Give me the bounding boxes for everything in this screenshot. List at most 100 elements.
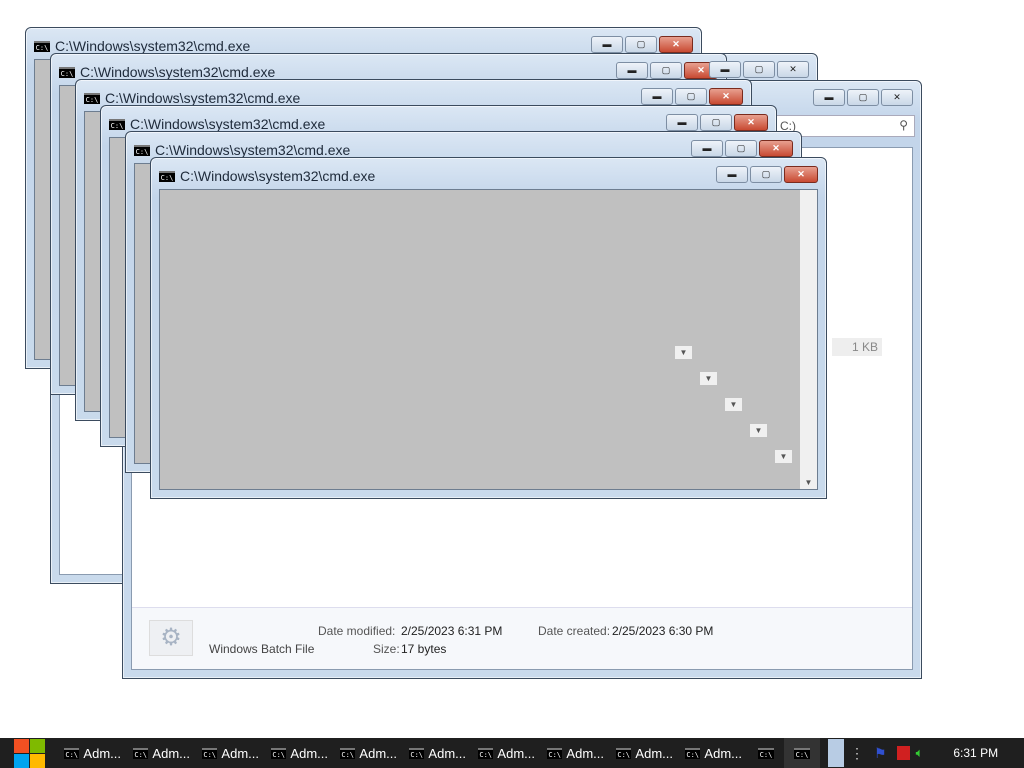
taskbar-item-label: Adm... [290,745,328,761]
list-item-size: 1 KB [832,338,882,356]
start-button[interactable] [0,738,58,768]
title-text: C:\Windows\system32\cmd.exe [80,64,276,80]
close-button[interactable]: ✕ [784,166,818,183]
title-text: C:\Windows\system32\cmd.exe [180,168,376,184]
taskbar-item-label: Adm... [497,745,535,761]
taskbar-item-cmd[interactable]: C:\Adm... [58,738,127,768]
title-text: C:\Windows\system32\cmd.exe [155,142,351,158]
minimize-button[interactable]: ▬ [616,62,648,79]
cmd-icon: C:\ [794,747,810,759]
minimize-button[interactable]: ▬ [591,36,623,53]
scroll-down-icon[interactable]: ▼ [800,476,817,489]
cmd-icon: C:\ [34,40,50,52]
window-controls: ▬ ▢ ✕ [709,61,809,78]
maximize-button[interactable]: ▢ [625,36,657,53]
taskbar-item-cmd[interactable]: C:\Adm... [265,738,334,768]
scroll-down-icon[interactable]: ▼ [725,398,742,411]
taskbar-item-label: Adm... [635,745,673,761]
search-box[interactable]: C:) ⚲ [773,115,915,137]
more-icon[interactable]: ⋮ [850,744,864,761]
search-text: C:) [780,119,796,133]
window-title: C:\ C:\Windows\system32\cmd.exe [59,64,275,80]
close-button[interactable]: ✕ [881,89,913,106]
window-controls: ▬ ▢ ✕ [666,114,768,131]
maximize-button[interactable]: ▢ [725,140,757,157]
maximize-button[interactable]: ▢ [743,61,775,78]
window-title: C:\ C:\Windows\system32\cmd.exe [109,116,325,132]
close-button[interactable]: ✕ [734,114,768,131]
title-text: C:\Windows\system32\cmd.exe [130,116,326,132]
taskbar: C:\Adm...C:\Adm...C:\Adm...C:\Adm...C:\A… [0,738,1024,768]
minimize-button[interactable]: ▬ [709,61,741,78]
maximize-button[interactable]: ▢ [650,62,682,79]
close-button[interactable]: ✕ [759,140,793,157]
taskbar-item-cmd[interactable]: C:\Adm... [541,738,610,768]
cmd-icon: C:\ [202,747,218,759]
console-area[interactable] [159,189,818,490]
cmd-icon: C:\ [109,118,125,130]
taskbar-item-cmd[interactable]: C:\Adm... [196,738,265,768]
date-created-label: Date created: [538,624,611,638]
minimize-button[interactable]: ▬ [641,88,673,105]
taskbar-item-cmd[interactable]: C:\ [784,738,820,768]
window-controls: ▬ ▢ ✕ [616,62,718,79]
taskbar-item-cmd[interactable]: C:\Adm... [334,738,403,768]
network-icon[interactable] [896,746,910,760]
minimize-button[interactable]: ▬ [666,114,698,131]
taskbar-item-label: Adm... [566,745,604,761]
close-button[interactable]: ✕ [709,88,743,105]
cmd-icon: C:\ [758,747,774,759]
taskbar-item-cmd[interactable]: C:\Adm... [679,738,748,768]
cmd-icon: C:\ [340,747,356,759]
cmd-icon: C:\ [685,747,701,759]
window-controls: ▬ ▢ ✕ [641,88,743,105]
scroll-down-icon[interactable]: ▼ [700,372,717,385]
cmd-icon: C:\ [271,747,287,759]
size-value: 17 bytes [401,642,447,656]
scroll-down-icon[interactable]: ▼ [675,346,692,359]
file-icon: ⚙ [149,620,193,656]
scroll-down-icon[interactable]: ▼ [775,450,792,463]
taskbar-item-cmd[interactable]: C:\Adm... [403,738,472,768]
window-controls: ▬ ▢ ✕ [716,166,818,183]
cmd-icon: C:\ [409,747,425,759]
volume-icon[interactable]: 🔈︎ [915,745,924,760]
scroll-down-icon[interactable]: ▼ [750,424,767,437]
taskbar-item-cmd[interactable]: C:\Adm... [127,738,196,768]
taskbar-item-cmd[interactable]: C:\Adm... [472,738,541,768]
minimize-button[interactable]: ▬ [813,89,845,106]
cmd-icon: C:\ [159,170,175,182]
window-controls: ▬ ▢ ✕ [591,36,693,53]
cmd-icon: C:\ [616,747,632,759]
details-pane: ⚙ Windows Batch File Date modified: 2/25… [132,607,912,669]
taskbar-scroll[interactable] [828,739,844,767]
close-button[interactable]: ✕ [659,36,693,53]
taskbar-item-cmd[interactable]: C:\Adm... [610,738,679,768]
taskbar-item-label: Adm... [704,745,742,761]
date-created-value: 2/25/2023 6:30 PM [612,624,714,638]
file-type: Windows Batch File [209,642,315,656]
scrollbar[interactable] [800,190,817,489]
cmd-window[interactable]: C:\ C:\Windows\system32\cmd.exe ▬ ▢ ✕ [150,157,827,499]
cmd-icon: C:\ [547,747,563,759]
clock[interactable]: 6:31 PM [953,746,999,760]
date-modified-value: 2/25/2023 6:31 PM [401,624,503,638]
maximize-button[interactable]: ▢ [700,114,732,131]
cmd-icon: C:\ [134,144,150,156]
maximize-button[interactable]: ▢ [675,88,707,105]
taskbar-item-label: Adm... [83,745,121,761]
cmd-icon: C:\ [59,66,75,78]
maximize-button[interactable]: ▢ [847,89,879,106]
cmd-icon: C:\ [64,747,80,759]
size-label: Size: [373,642,400,656]
minimize-button[interactable]: ▬ [716,166,748,183]
window-title: C:\C:\Windows\system32\cmd.exe [84,90,300,106]
close-button[interactable]: ✕ [777,61,809,78]
window-title: C:\C:\Windows\system32\cmd.exe [34,38,250,54]
minimize-button[interactable]: ▬ [691,140,723,157]
taskbar-item-cmd[interactable]: C:\ [748,738,784,768]
windows-logo-icon [13,738,45,768]
cmd-icon: C:\ [478,747,494,759]
flag-icon[interactable]: ⚑ [874,744,887,761]
maximize-button[interactable]: ▢ [750,166,782,183]
